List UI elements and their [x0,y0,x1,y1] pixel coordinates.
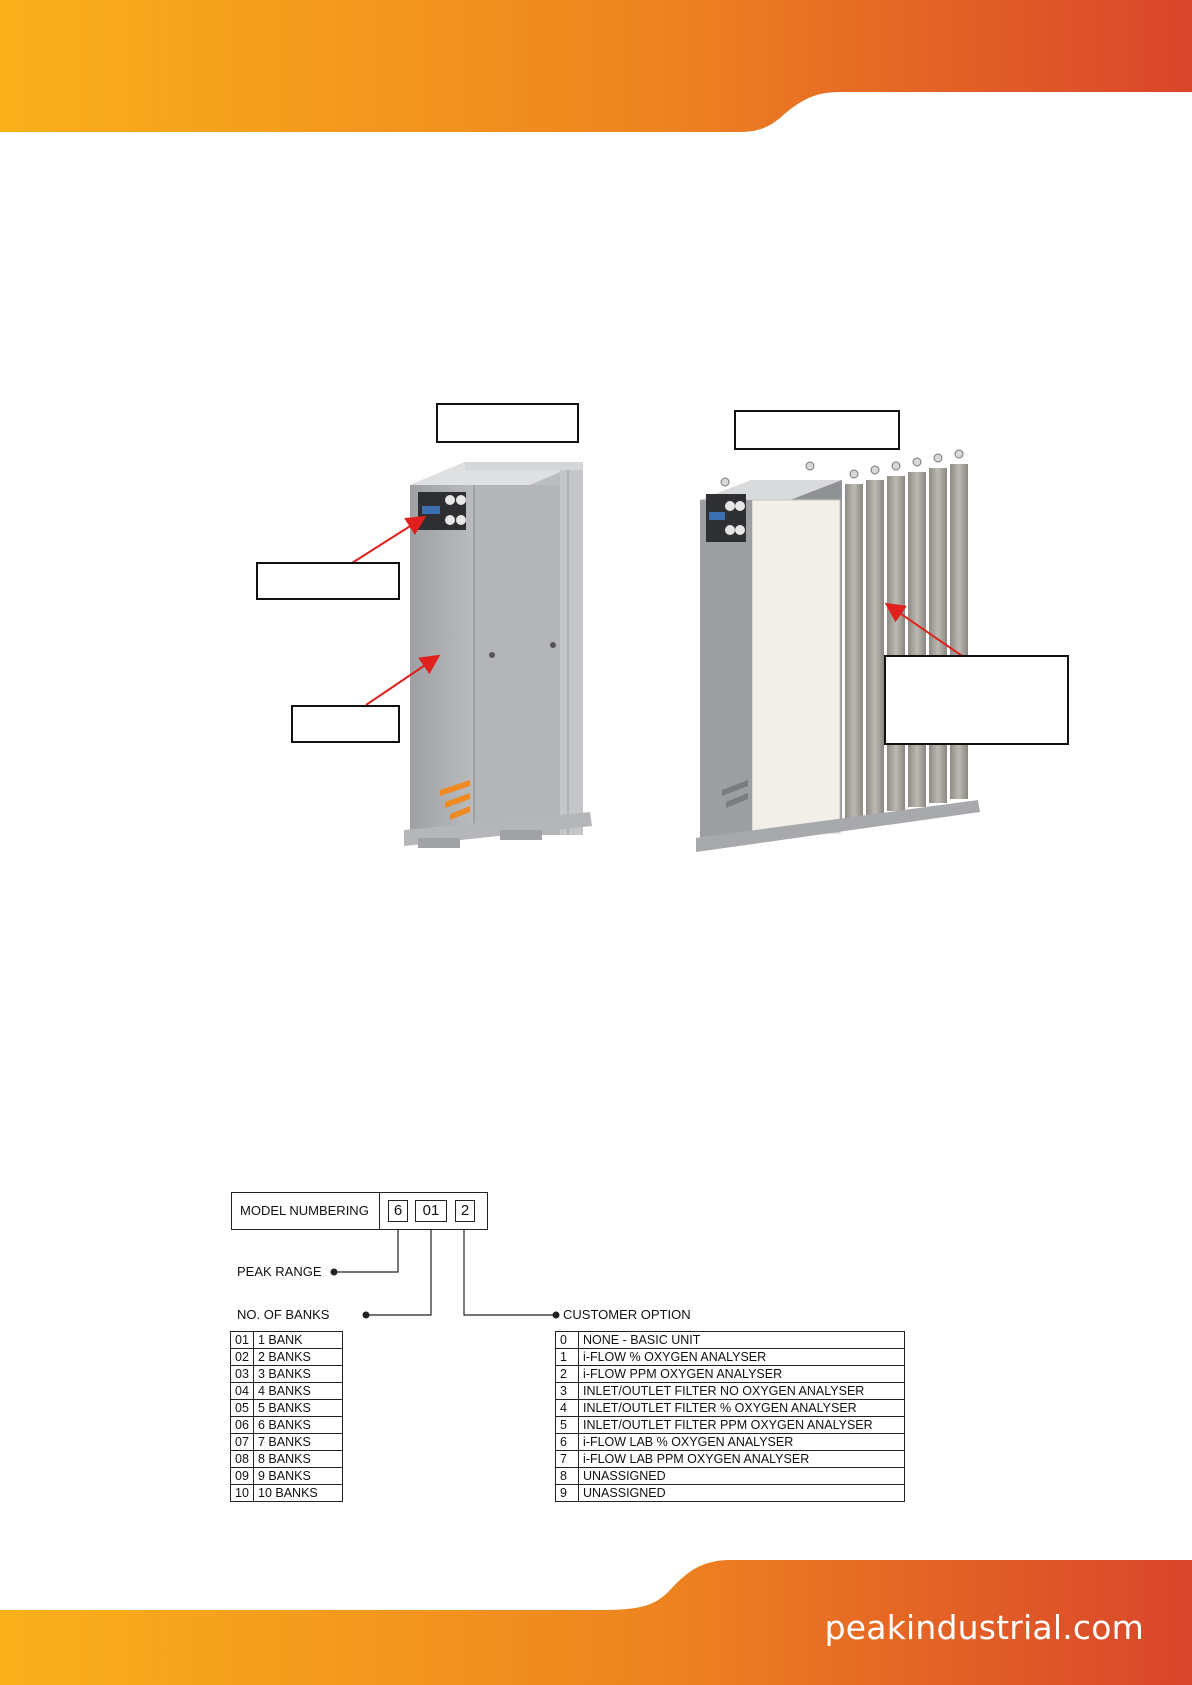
row-code: 0 [555,1331,579,1349]
row-code: 7 [555,1450,579,1468]
row-description: 8 BANKS [253,1450,343,1468]
row-code: 05 [230,1399,254,1417]
peak-range-label: PEAK RANGE [237,1264,322,1279]
model-numbering-label: MODEL NUMBERING [240,1203,369,1218]
website-url[interactable]: peakindustrial.com [824,1608,1144,1647]
row-code: 8 [555,1467,579,1485]
callout-model-a [436,403,579,443]
row-description: UNASSIGNED [578,1484,905,1502]
row-description: 9 BANKS [253,1467,343,1485]
callout-cabinet [291,705,400,743]
row-code: 07 [230,1433,254,1451]
row-code: 6 [555,1433,579,1451]
row-code: 01 [230,1331,254,1349]
row-description: INLET/OUTLET FILTER NO OXYGEN ANALYSER [578,1382,905,1400]
row-code: 04 [230,1382,254,1400]
model-numbering-box: MODEL NUMBERING 6 01 2 [231,1192,488,1230]
row-code: 06 [230,1416,254,1434]
row-code: 03 [230,1365,254,1383]
product-figure [351,449,980,852]
generator-with-banks [696,449,980,852]
banks-label: NO. OF BANKS [237,1307,330,1322]
code-peak-range: 6 [388,1200,408,1222]
row-description: INLET/OUTLET FILTER % OXYGEN ANALYSER [578,1399,905,1417]
row-description: INLET/OUTLET FILTER PPM OXYGEN ANALYSER [578,1416,905,1434]
code-banks: 01 [415,1200,447,1222]
row-description: 2 BANKS [253,1348,343,1366]
row-description: i-FLOW LAB % OXYGEN ANALYSER [578,1433,905,1451]
row-code: 3 [555,1382,579,1400]
row-code: 1 [555,1348,579,1366]
row-code: 10 [230,1484,254,1502]
row-description: 7 BANKS [253,1433,343,1451]
header-band [0,0,1192,132]
row-description: 6 BANKS [253,1416,343,1434]
row-description: 1 BANK [253,1331,343,1349]
row-description: NONE - BASIC UNIT [578,1331,905,1349]
row-description: UNASSIGNED [578,1467,905,1485]
row-code: 02 [230,1348,254,1366]
generator-grey-cabinet [404,462,592,848]
row-description: i-FLOW LAB PPM OXYGEN ANALYSER [578,1450,905,1468]
callout-banks [884,655,1069,745]
customer-option-label: CUSTOMER OPTION [563,1307,691,1322]
model-divider [379,1193,380,1229]
row-code: 9 [555,1484,579,1502]
callout-pointers [351,515,969,706]
row-description: i-FLOW PPM OXYGEN ANALYSER [578,1365,905,1383]
row-description: 3 BANKS [253,1365,343,1383]
row-code: 4 [555,1399,579,1417]
callout-model-b [734,410,900,450]
row-code: 5 [555,1416,579,1434]
row-description: 4 BANKS [253,1382,343,1400]
code-customer-option: 2 [455,1200,475,1222]
row-description: 10 BANKS [253,1484,343,1502]
row-description: 5 BANKS [253,1399,343,1417]
row-code: 09 [230,1467,254,1485]
row-code: 2 [555,1365,579,1383]
row-code: 08 [230,1450,254,1468]
callout-control-panel [256,562,400,600]
footer-band [0,1560,1192,1685]
row-description: i-FLOW % OXYGEN ANALYSER [578,1348,905,1366]
